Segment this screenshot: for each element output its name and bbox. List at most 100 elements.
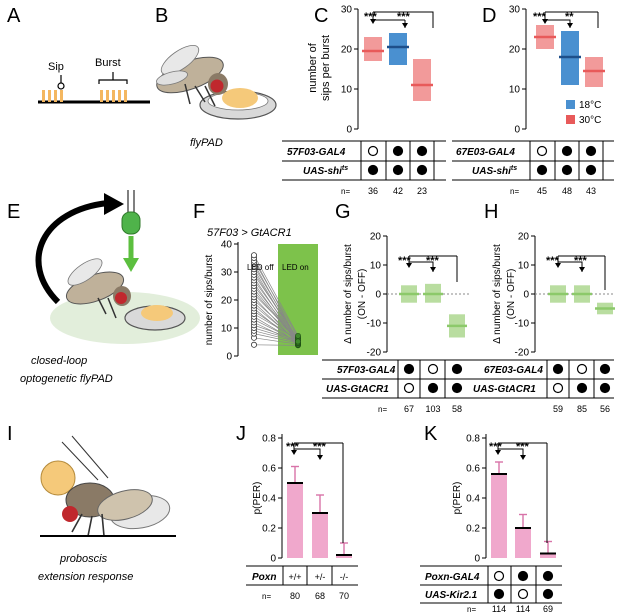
d-n-1: 45 (537, 186, 547, 196)
e-caption-1: closed-loop (31, 355, 87, 367)
f-pair-line (253, 263, 299, 343)
g-dots-marker (403, 382, 415, 394)
d-boxes (534, 25, 605, 87)
panel-letter-a: A (7, 5, 21, 27)
legend-swatch-30c (566, 115, 575, 124)
fly-illustration-b (156, 44, 277, 120)
c-n-label: n= (341, 187, 350, 196)
panel-letter-b: B (155, 5, 168, 27)
c-yticks-tick-label: 10 (341, 85, 353, 96)
g-n-1: 67 (404, 404, 414, 414)
f-yticks-tick-label: 20 (221, 296, 233, 307)
j-genotype-3: -/- (340, 572, 349, 582)
j-yticks-tick-label: 0.4 (262, 494, 276, 505)
g-sig-2: *** (426, 255, 440, 267)
d-dots-marker (561, 145, 573, 157)
j-yticks-tick-label: 0.6 (262, 464, 276, 475)
d-dots-marker (561, 164, 573, 176)
h-dots-marker (599, 363, 611, 375)
g-yticks-tick-label: 0 (375, 290, 381, 301)
f-pair-line (253, 308, 299, 346)
panel-letter-k: K (424, 423, 438, 445)
f-on-point (295, 332, 301, 339)
f-on-point (295, 338, 301, 345)
f-pair-line (253, 316, 299, 343)
k-dots-marker (517, 570, 529, 582)
chart-j: 00.20.40.60.8 (262, 434, 352, 565)
g-dots-marker (427, 363, 439, 375)
k-n-3: 69 (543, 604, 553, 613)
f-pair-line (253, 255, 299, 337)
c-n-3: 23 (417, 186, 427, 196)
h-genotype-table (470, 359, 614, 399)
c-ylabel-2: sips per burst (320, 35, 332, 101)
c-genotype-row-2: UAS-shits (303, 165, 348, 177)
k-dots-marker (493, 570, 505, 582)
h-n-2: 85 (577, 404, 587, 414)
k-yticks-tick-label: 0.2 (466, 524, 480, 535)
f-led-on: LED on (282, 263, 309, 272)
d-legend (566, 100, 575, 124)
g-genotype-row-1: 57F03-GAL4 (337, 365, 396, 376)
flypad-caption: flyPAD (190, 137, 223, 149)
g-dots-marker (451, 382, 463, 394)
legend-30c: 30°C (579, 115, 601, 126)
f-pair-line (253, 337, 299, 345)
k-dots-marker (542, 570, 554, 582)
g-n-label: n= (378, 405, 387, 414)
g-dots-marker (451, 363, 463, 375)
c-dots-marker (416, 164, 428, 176)
h-dots (552, 363, 611, 394)
k-yticks-tick-label: 0.6 (466, 464, 480, 475)
k-yticks: 00.20.40.60.8 (466, 434, 486, 565)
optogenetic-illustration (35, 190, 200, 344)
f-title: 57F03 > GtACR1 (207, 227, 292, 239)
j-genotype-label: Poxn (252, 572, 276, 583)
c-genotype-row-2-text: UAS-shi (303, 166, 342, 177)
k-genotype-table (420, 565, 562, 604)
c-boxes-box (413, 59, 431, 101)
f-yticks-tick-label: 10 (221, 324, 233, 335)
c-genotype-table (282, 140, 446, 181)
f-yticks-tick-label: 30 (221, 268, 233, 279)
c-dots-marker (392, 164, 404, 176)
c-boxes-box (389, 33, 407, 65)
f-pair-line (253, 260, 299, 338)
h-sig-1: *** (546, 255, 560, 267)
f-pair-line (253, 282, 299, 345)
g-boxes (399, 283, 467, 338)
c-dots-marker (392, 145, 404, 157)
k-bars-bar (515, 528, 531, 558)
f-pair-line (253, 288, 299, 343)
j-n-label: n= (262, 592, 271, 601)
burst-label: Burst (95, 57, 121, 69)
d-n-2: 48 (562, 186, 572, 196)
d-dots-marker (536, 145, 548, 157)
panel-letter-i: I (7, 423, 13, 445)
g-yticks-tick-label: 20 (370, 232, 382, 243)
j-yticks-tick-label: 0 (270, 554, 276, 565)
j-ylabel: p(PER) (252, 482, 263, 515)
c-yticks-tick-label: 30 (341, 5, 353, 16)
d-dots-marker (536, 164, 548, 176)
c-yticks-tick-label: 0 (346, 125, 352, 136)
h-n-1: 59 (553, 404, 563, 414)
h-genotype-row-1: 67E03-GAL4 (484, 365, 543, 376)
d-dots-marker (585, 164, 597, 176)
sip-burst-schematic (38, 72, 150, 104)
h-ylabel-2: (ON - OFF) (506, 269, 517, 320)
g-yticks-tick-label: -10 (367, 319, 382, 330)
g-dots-marker (403, 363, 415, 375)
panel-letter-f: F (193, 201, 205, 223)
g-n-2: 103 (425, 404, 440, 414)
g-genotype-table (322, 359, 470, 399)
f-ylabel: number of sips/burst (204, 254, 215, 345)
j-bars-bar (312, 513, 328, 558)
